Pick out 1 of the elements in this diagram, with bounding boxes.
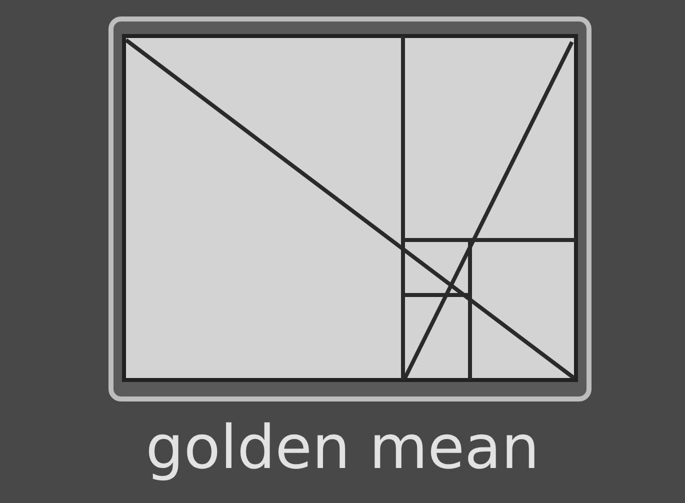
caption: golden mean (144, 412, 540, 485)
